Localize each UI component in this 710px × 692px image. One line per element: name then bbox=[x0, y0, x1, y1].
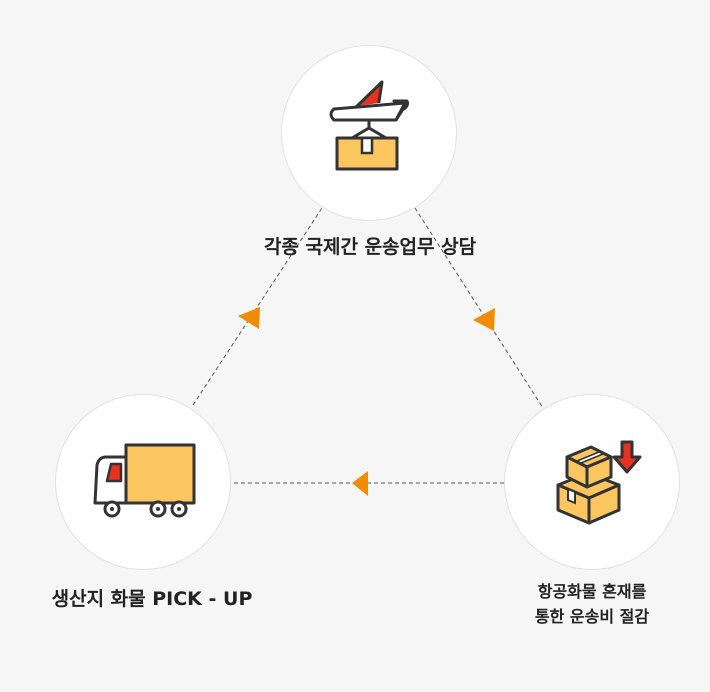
delivery-truck-icon bbox=[93, 443, 196, 518]
flow-arrow-top-to-right bbox=[473, 308, 495, 331]
node-right-label-line2: 통한 운송비 절감 bbox=[534, 607, 650, 626]
node-right-label: 항공화물 혼재를 통한 운송비 절감 bbox=[500, 579, 684, 629]
connector-left-top bbox=[192, 207, 323, 406]
node-left-label: 생산지 화물 PICK - UP bbox=[51, 588, 253, 610]
flow-arrow-right-to-left bbox=[352, 471, 368, 496]
node-top-label: 각종 국제간 운송업무 상담 bbox=[263, 236, 477, 258]
node-left-circle bbox=[55, 394, 231, 570]
connector-top-right bbox=[414, 207, 544, 409]
node-right-label-line1: 항공화물 혼재를 bbox=[537, 582, 647, 601]
stacked-boxes-download-icon bbox=[556, 440, 642, 525]
node-right-circle bbox=[504, 394, 680, 570]
airplane-cargo-icon bbox=[329, 80, 410, 171]
node-top-circle bbox=[281, 45, 457, 221]
flow-arrow-left-to-top bbox=[238, 307, 260, 329]
